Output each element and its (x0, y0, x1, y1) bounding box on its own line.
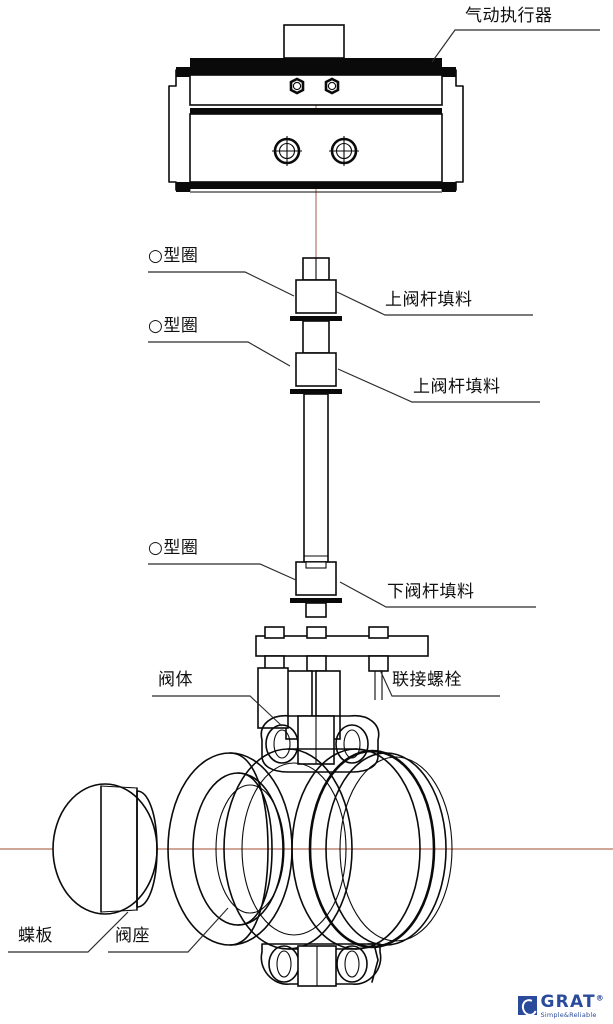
valve-body-bottom-lug (260, 943, 382, 987)
logo-registered-mark: ® (595, 992, 605, 1002)
yoke-plate-left (257, 667, 289, 729)
butterfly-disc (52, 783, 158, 915)
leader-lines (8, 29, 600, 953)
actuator-hex-nut-left (289, 77, 305, 95)
bolt-nut-right (368, 655, 389, 672)
mounting-bracket (255, 626, 429, 740)
leader-valve-body (152, 695, 283, 727)
leader-oring-2 (148, 341, 291, 367)
logo-brand-name: GRAT® (540, 991, 605, 1012)
flange-link-top (355, 748, 387, 754)
bracket-top-plate (255, 635, 429, 657)
leader-oring-3 (148, 563, 297, 581)
label-lower-stem-packing: 下阀杆填料 (387, 582, 475, 602)
upper-packing-gland-2 (295, 352, 337, 387)
stem-shaft-upper (302, 320, 330, 354)
actuator-hex-nut-right (324, 77, 340, 95)
actuator-port-right (329, 136, 359, 166)
leader-butterfly-disc (8, 911, 129, 953)
label-oring-1: ○型圈 (148, 246, 199, 266)
brand-logo: GRAT® Simple&Reliable (517, 991, 605, 1019)
logo-text-block: GRAT® Simple&Reliable (540, 991, 605, 1019)
seat-inner-back (237, 772, 273, 926)
actuator-bracket-right (441, 67, 464, 192)
label-oring-3: ○型圈 (148, 538, 199, 558)
oring-band-3 (290, 598, 342, 603)
actuator-port-left (272, 136, 302, 166)
label-upper-stem-packing-1: 上阀杆填料 (385, 290, 473, 310)
flange-link-bottom (355, 944, 387, 950)
leader-upper-packing-1 (336, 291, 533, 316)
disc-face (52, 783, 158, 915)
bolt-head-center (306, 626, 327, 639)
bottom-lug-bore-right (336, 945, 368, 983)
actuator-top-band (190, 58, 442, 75)
actuator-upper-body (189, 74, 443, 106)
pneumatic-actuator (168, 24, 464, 193)
leader-oring-1 (148, 271, 295, 297)
logo-tagline: Simple&Reliable (540, 1010, 597, 1019)
stem-lower-tip (305, 602, 327, 618)
leader-actuator (431, 29, 600, 63)
bolt-head-left (264, 626, 285, 639)
label-pneumatic-actuator: 气动执行器 (465, 6, 553, 26)
actuator-bracket-left (168, 67, 191, 192)
label-oring-2: ○型圈 (148, 316, 199, 336)
label-valve-seat: 阀座 (115, 926, 150, 946)
bolt-head-right (368, 626, 389, 639)
actuator-lower-body (189, 113, 443, 183)
body-flange-ring-4 (339, 756, 453, 942)
leader-connect-bolt (379, 669, 500, 697)
leader-lower-packing (339, 581, 536, 608)
valve-body (223, 748, 453, 950)
label-upper-stem-packing-2: 上阀杆填料 (413, 377, 501, 397)
logo-name-text: GRAT (540, 991, 596, 1012)
oring-band-1 (290, 316, 342, 321)
top-lug-bore-right (335, 724, 369, 764)
valve-stem-assembly (290, 257, 342, 618)
actuator-top-boss (283, 24, 345, 59)
stem-shaft-long (303, 393, 329, 563)
leader-upper-packing-2 (337, 368, 540, 403)
upper-packing-gland-1 (295, 279, 337, 314)
label-butterfly-disc: 蝶板 (18, 926, 53, 946)
bottom-lug-rib (367, 943, 379, 983)
oring-band-2 (290, 389, 342, 394)
actuator-mid-band (190, 108, 442, 114)
top-lug-bore-left (265, 724, 299, 764)
body-front-bore (241, 762, 347, 936)
actuator-bottom-band (190, 182, 442, 189)
seat-bore (215, 784, 285, 914)
bolt-nut-center (306, 655, 327, 672)
leader-valve-seat (108, 907, 229, 953)
seat-outer-back (229, 752, 269, 946)
label-connecting-bolt: 联接螺栓 (392, 670, 462, 690)
label-valve-body: 阀体 (158, 670, 193, 690)
valve-seat (167, 752, 293, 946)
grat-logo-icon (517, 996, 537, 1016)
valve-body-top-lug (260, 715, 380, 773)
